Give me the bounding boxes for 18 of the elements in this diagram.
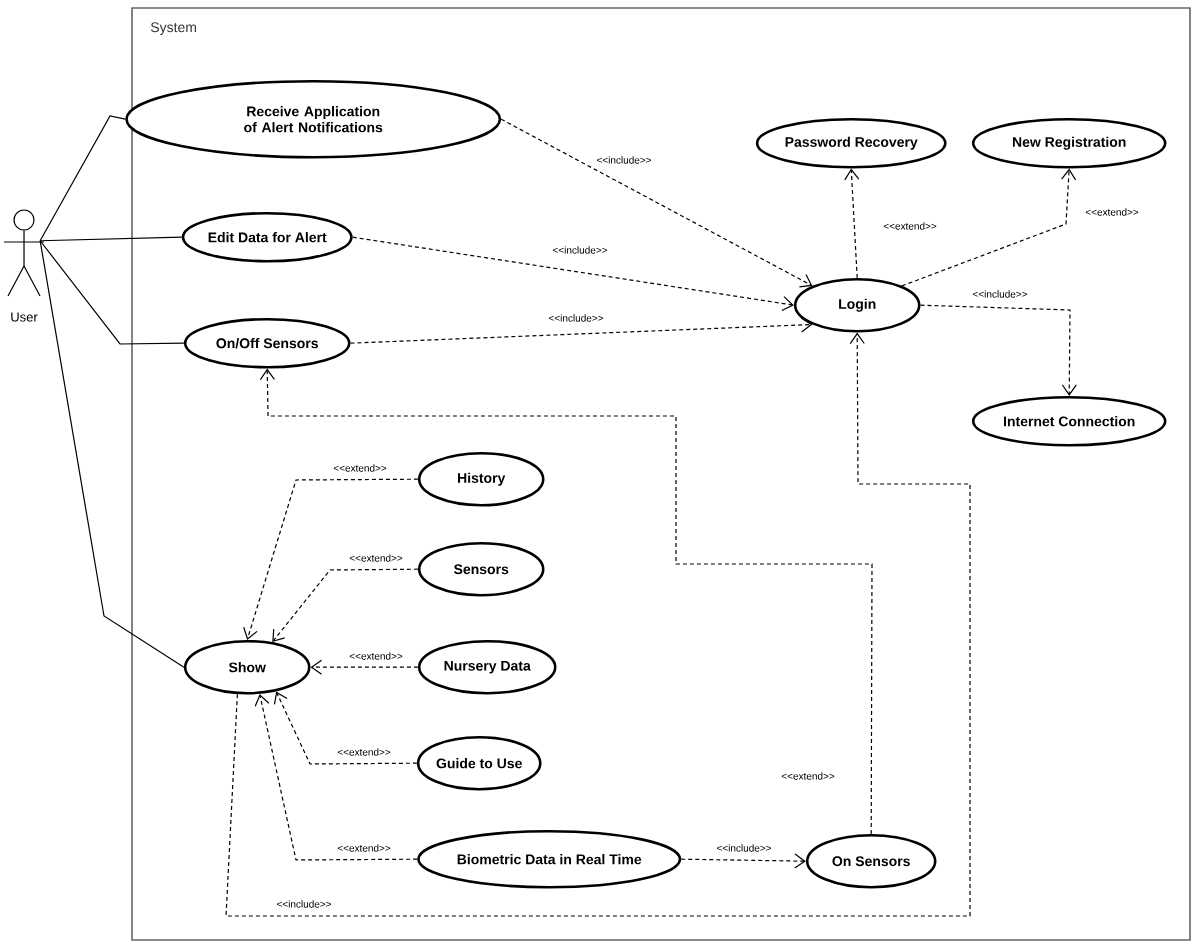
include-extend-arrow	[680, 853, 806, 869]
association-line	[39, 236, 183, 242]
association-line	[39, 115, 126, 242]
include-extend-arrow	[310, 659, 419, 675]
include-extend-arrow	[243, 478, 419, 640]
include-extend-arrow	[272, 568, 419, 643]
include-extend-arrow	[500, 118, 813, 288]
association-line	[39, 240, 185, 668]
include-extend-arrow	[225, 332, 971, 917]
include-extend-arrow	[349, 317, 813, 344]
include-extend-arrow	[901, 168, 1077, 287]
include-extend-arrow	[919, 304, 1077, 396]
include-extend-arrow	[352, 236, 794, 312]
include-extend-arrow	[259, 368, 873, 835]
association-line	[39, 240, 185, 345]
include-extend-arrow	[273, 691, 418, 765]
include-extend-arrow	[254, 693, 418, 861]
include-extend-arrow	[844, 168, 860, 279]
